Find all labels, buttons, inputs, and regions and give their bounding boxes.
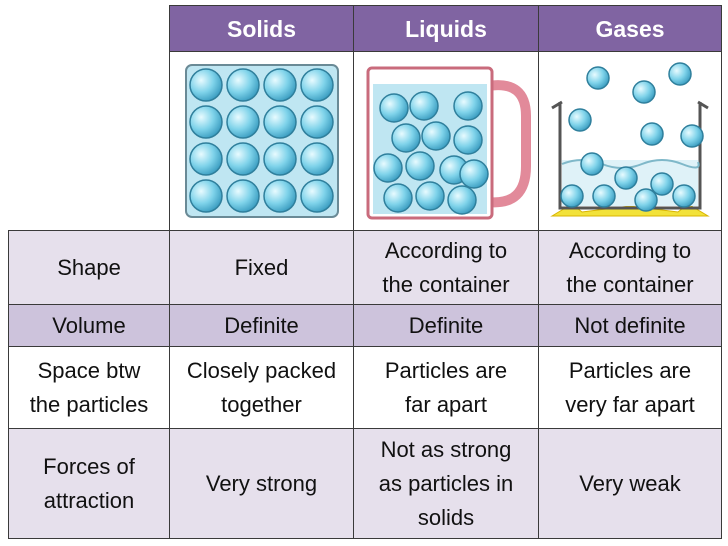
solid-particle [262, 105, 297, 139]
liquid-particle [453, 91, 483, 121]
liquid-particle [379, 93, 409, 123]
cell-forces-solids: Very strong [169, 428, 354, 539]
cell-space-gases: Particles are very far apart [538, 346, 722, 429]
cell-space-solids: Closely packed together [169, 346, 354, 429]
solid-particle [299, 142, 334, 176]
solid-particle [188, 68, 223, 102]
liquids-illustration [353, 51, 539, 231]
solid-particle [188, 105, 223, 139]
cell-shape-gases: According to the container [538, 230, 722, 305]
gas-particle [586, 66, 610, 90]
solid-particle [225, 179, 260, 213]
liquid-particle [405, 151, 435, 181]
gas-particle [560, 184, 584, 208]
gas-particle [634, 188, 658, 212]
gas-particle [672, 184, 696, 208]
gas-particle [668, 62, 692, 86]
cell-shape-solids: Fixed [169, 230, 354, 305]
header-gases: Gases [538, 5, 722, 52]
cell-forces-liquids: Not as strong as particles in solids [353, 428, 539, 539]
liquid-particle [459, 159, 489, 189]
liquid-mug-icon [366, 66, 531, 220]
row-label-shape: Shape [8, 230, 170, 305]
gas-particle [650, 172, 674, 196]
header-solids: Solids [169, 5, 354, 52]
solid-particle [225, 105, 260, 139]
cell-forces-gases: Very weak [538, 428, 722, 539]
solid-particle [225, 68, 260, 102]
solid-particle [299, 105, 334, 139]
solid-particle [262, 68, 297, 102]
row-label-volume: Volume [8, 304, 170, 347]
cell-volume-gases: Not definite [538, 304, 722, 347]
liquid-particle [409, 91, 439, 121]
row-label-forces: Forces of attraction [8, 428, 170, 539]
gas-particle [580, 152, 604, 176]
solid-particle [188, 142, 223, 176]
gas-particle [568, 108, 592, 132]
liquid-particle [383, 183, 413, 213]
gas-container-icon [550, 62, 710, 217]
solid-particle [262, 142, 297, 176]
gas-particle [592, 184, 616, 208]
gas-particle [614, 166, 638, 190]
liquid-particle [421, 121, 451, 151]
liquid-particle [373, 153, 403, 183]
solid-particles-icon [184, 64, 339, 218]
solid-particle [262, 179, 297, 213]
row-label-space: Space btw the particles [8, 346, 170, 429]
cell-space-liquids: Particles are far apart [353, 346, 539, 429]
solid-particle [188, 179, 223, 213]
gas-particle [680, 124, 704, 148]
gas-particle [632, 80, 656, 104]
solid-particle [225, 142, 260, 176]
liquid-particle [415, 181, 445, 211]
cell-shape-liquids: According to the container [353, 230, 539, 305]
cell-volume-liquids: Definite [353, 304, 539, 347]
solid-particle [299, 179, 334, 213]
solids-illustration [169, 51, 354, 231]
cell-volume-solids: Definite [169, 304, 354, 347]
solid-particle [299, 68, 334, 102]
liquid-particle [391, 123, 421, 153]
liquid-particle [447, 185, 477, 215]
gases-illustration [538, 51, 722, 231]
liquid-particle [453, 125, 483, 155]
header-liquids: Liquids [353, 5, 539, 52]
gas-particle [640, 122, 664, 146]
